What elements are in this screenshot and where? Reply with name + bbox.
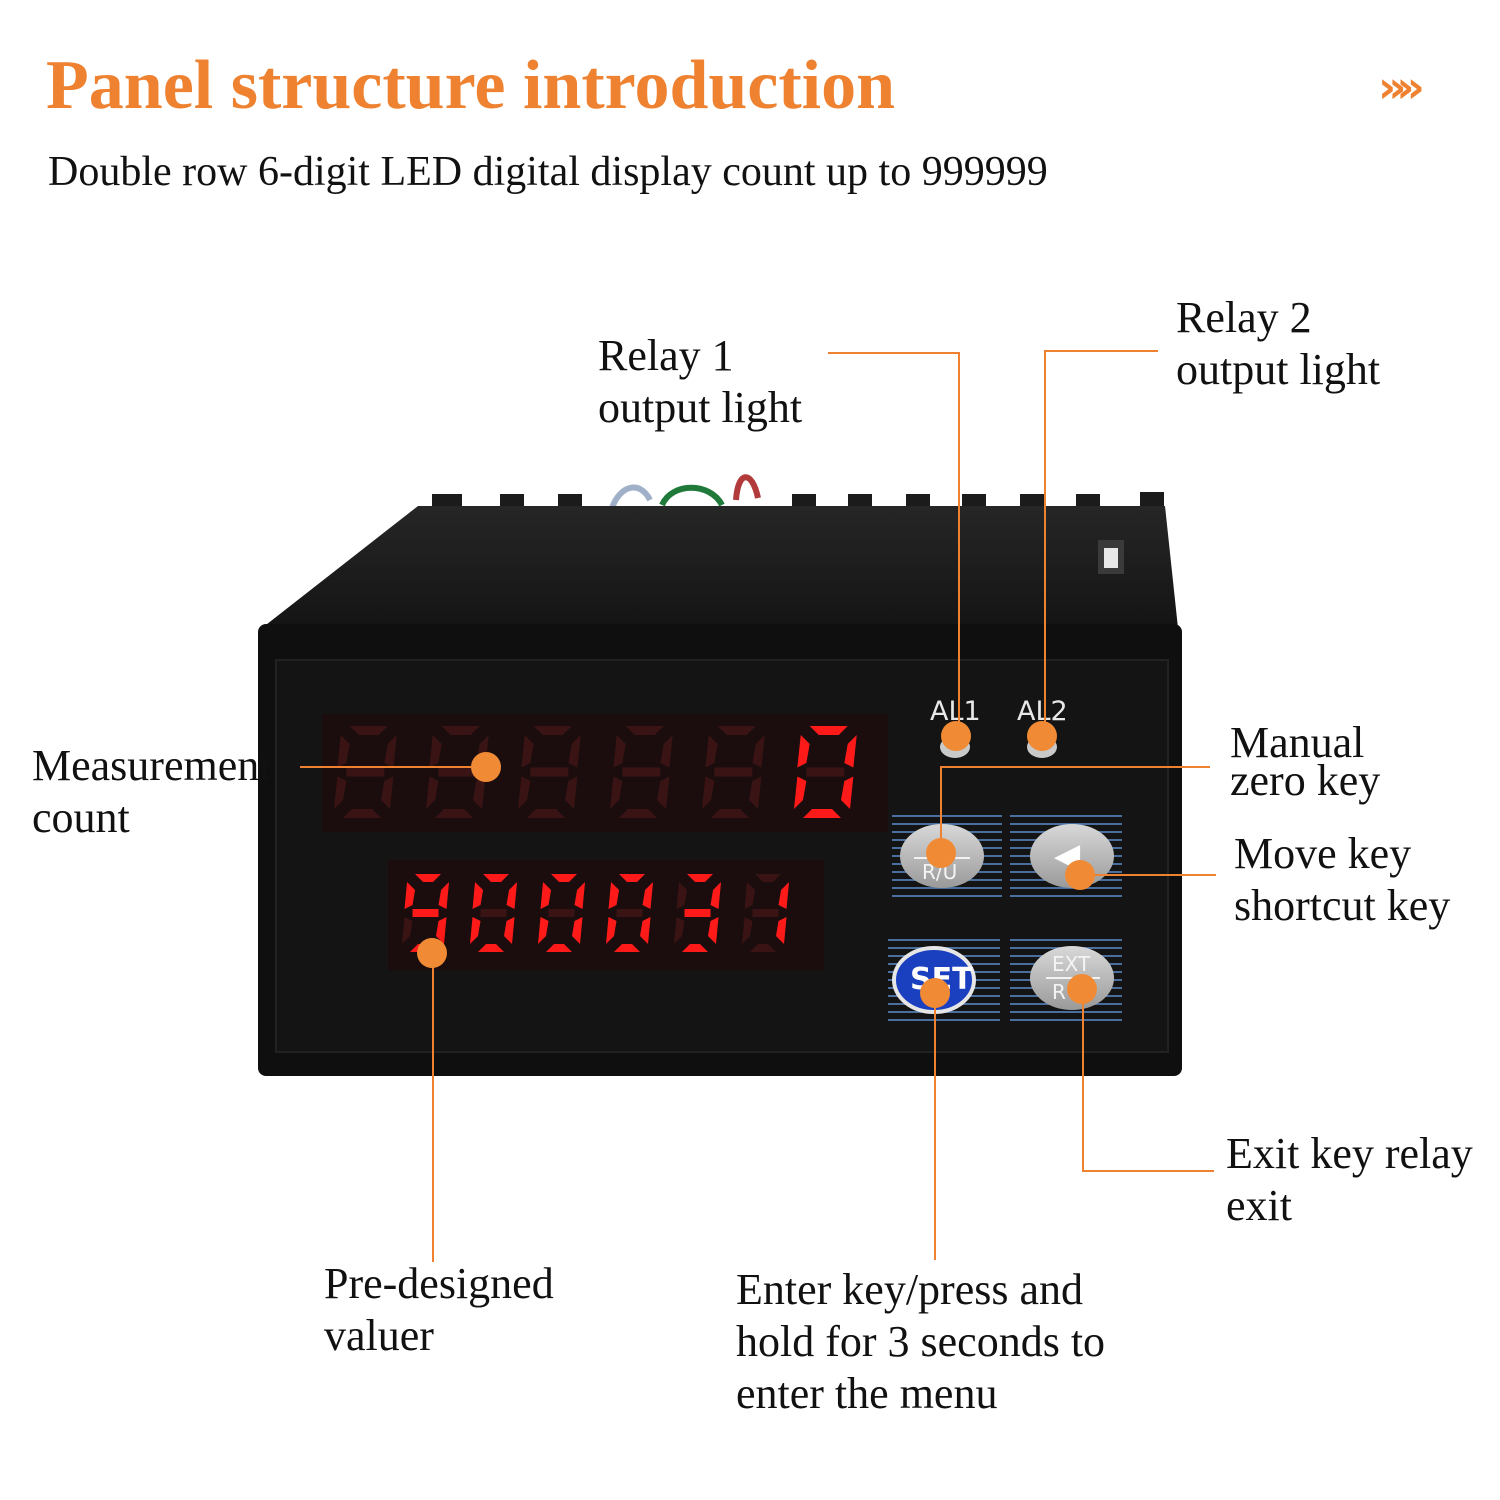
page-title: Panel structure introduction: [46, 47, 896, 124]
top-digit-6: [794, 726, 857, 818]
leader-relay1-v: [958, 352, 960, 736]
top-display-digits: [334, 726, 857, 818]
housing-top: [262, 506, 1178, 628]
marker-exit-key: [1067, 974, 1097, 1004]
leader-relay2-h: [1044, 350, 1158, 352]
marker-manual-zero: [926, 838, 956, 868]
marker-relay2: [1027, 721, 1057, 751]
leader-manual-zero-h: [940, 766, 1210, 768]
leader-predesigned: [432, 952, 434, 1262]
leader-exit-v: [1082, 988, 1084, 1172]
bottom-digit-4: [606, 874, 654, 952]
marker-measurement: [471, 752, 501, 782]
top-digit-3: [518, 726, 581, 818]
top-digit-5: [702, 726, 765, 818]
page-subtitle: Double row 6-digit LED digital display c…: [48, 149, 1048, 195]
marker-predesigned: [417, 938, 447, 968]
cable-wires: [609, 474, 761, 510]
top-digit-1: [334, 726, 397, 818]
bottom-digit-3: [538, 874, 586, 952]
marker-relay1: [941, 721, 971, 751]
leader-measurement: [300, 766, 486, 768]
marker-move-key: [1065, 860, 1095, 890]
leader-enter-key: [934, 992, 936, 1260]
bottom-digit-5: [674, 874, 722, 952]
leader-relay1-h: [828, 352, 960, 354]
ext-key-label-top: EXT: [1052, 952, 1091, 976]
leader-manual-zero-v: [940, 766, 942, 852]
marker-enter-key: [920, 978, 950, 1008]
leader-move-key: [1080, 874, 1216, 876]
top-display: [322, 714, 888, 832]
ext-key-label-bottom: R: [1052, 980, 1066, 1004]
leader-relay2-v: [1044, 350, 1046, 738]
leader-exit-h: [1082, 1170, 1214, 1172]
top-digit-4: [610, 726, 673, 818]
bottom-digit-6: [742, 874, 790, 952]
bottom-digit-2: [470, 874, 518, 952]
bottom-display-digits: [402, 874, 790, 952]
top-digit-2: [426, 726, 489, 818]
